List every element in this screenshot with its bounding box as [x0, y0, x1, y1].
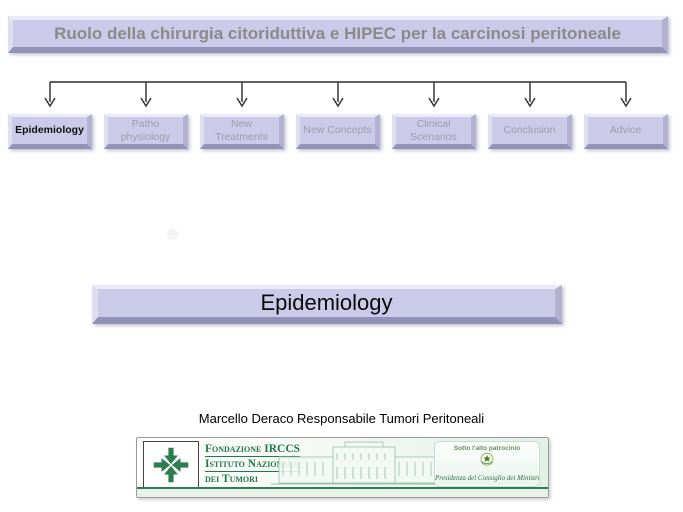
institute-name-line2: Istituto Nazionale: [205, 458, 299, 472]
agenda-item-label: New Concepts: [303, 124, 372, 137]
banner-bottom-strip: [137, 487, 548, 497]
agenda-item-label: Conclusion: [503, 124, 556, 137]
slide-title-bar: Ruolo della chirurgia citoriduttiva e HI…: [8, 16, 668, 53]
institute-name-line3: dei Tumori: [205, 473, 259, 485]
patronage-box: Sotto l'alto patrocinio Presidenza del C…: [434, 441, 540, 487]
flow-arrows-icon: [44, 81, 632, 108]
section-banner-label: Epidemiology: [260, 290, 393, 315]
agenda-item-label: Patho physiology: [120, 118, 171, 143]
agenda-item-conclusion[interactable]: Conclusion: [488, 114, 572, 149]
slide-title: Ruolo della chirurgia citoriduttiva e HI…: [54, 23, 621, 43]
patronage-heading: Sotto l'alto patrocinio: [453, 445, 521, 452]
agenda-item-epidemiology[interactable]: Epidemiology: [8, 114, 92, 149]
agenda-item-new-concepts[interactable]: New Concepts: [296, 114, 380, 149]
agenda-item-label: New Treatments: [215, 118, 268, 143]
agenda-item-clinical-scenarios[interactable]: Clinical Scenarios: [392, 114, 476, 149]
credit-line: Marcello Deraco Responsabile Tumori Peri…: [198, 411, 485, 426]
section-banner: Epidemiology: [92, 285, 562, 324]
faint-artifact-dot: [167, 229, 178, 240]
institute-name: Fondazione IRCCS Istituto Nazionale dei …: [205, 442, 301, 486]
institute-name-line1: Fondazione IRCCS: [205, 443, 301, 457]
institution-banner: Fondazione IRCCS Istituto Nazionale dei …: [136, 437, 549, 498]
agenda-item-new-treatments[interactable]: New Treatments: [200, 114, 284, 149]
agenda-item-advice[interactable]: Advice: [584, 114, 668, 149]
agenda-item-label: Epidemiology: [15, 124, 84, 137]
agenda-item-label: Clinical Scenarios: [410, 118, 457, 143]
institute-building-image: [271, 441, 456, 485]
state-emblem-icon: [480, 452, 494, 466]
institute-logo-box: [143, 441, 199, 488]
agenda-row: Epidemiology Patho physiology New Treatm…: [8, 114, 668, 149]
agenda-item-pathophysiology[interactable]: Patho physiology: [104, 114, 188, 149]
patronage-body: Presidenza del Consiglio dei Ministri: [435, 474, 540, 482]
agenda-item-label: Advice: [609, 124, 642, 137]
int-cross-arrows-icon: [153, 447, 189, 482]
